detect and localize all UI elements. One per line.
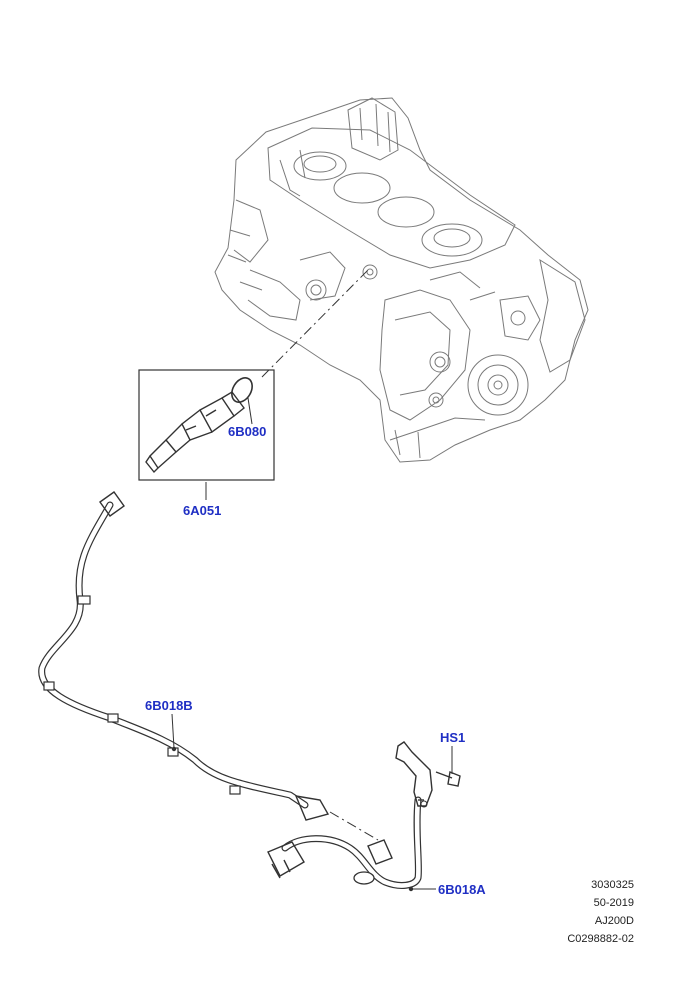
leader-dot-6B018A bbox=[408, 886, 414, 892]
callout-6B018A[interactable]: 6B018A bbox=[438, 882, 486, 897]
reference-code-1: 3030325 bbox=[591, 879, 634, 891]
connection-path-line bbox=[329, 811, 379, 841]
sealing-ring[interactable] bbox=[228, 374, 257, 406]
install-path-line bbox=[261, 267, 371, 378]
reference-code-2: 50-2019 bbox=[593, 897, 634, 909]
mounting-bracket[interactable] bbox=[395, 741, 433, 808]
bracket-screw[interactable] bbox=[435, 771, 461, 787]
block-heater-element[interactable] bbox=[145, 391, 245, 474]
callout-6B080[interactable]: 6B080 bbox=[228, 424, 267, 439]
leader-6B018B bbox=[171, 713, 175, 749]
leader-dot-6B018B bbox=[171, 746, 177, 752]
callout-6B018B[interactable]: 6B018B bbox=[145, 698, 193, 713]
callout-HS1[interactable]: HS1 bbox=[440, 730, 466, 745]
harness-6B018B-illustration[interactable] bbox=[38, 491, 330, 821]
harness-6B018A-illustration[interactable] bbox=[267, 796, 424, 889]
leader-6B080 bbox=[247, 397, 253, 425]
reference-code-4: C0298882-02 bbox=[567, 933, 634, 945]
callout-6A051[interactable]: 6A051 bbox=[183, 503, 222, 518]
engine-block-illustration bbox=[214, 97, 589, 463]
reference-code-3: AJ200D bbox=[594, 915, 634, 927]
heater-kit-box bbox=[138, 369, 275, 481]
